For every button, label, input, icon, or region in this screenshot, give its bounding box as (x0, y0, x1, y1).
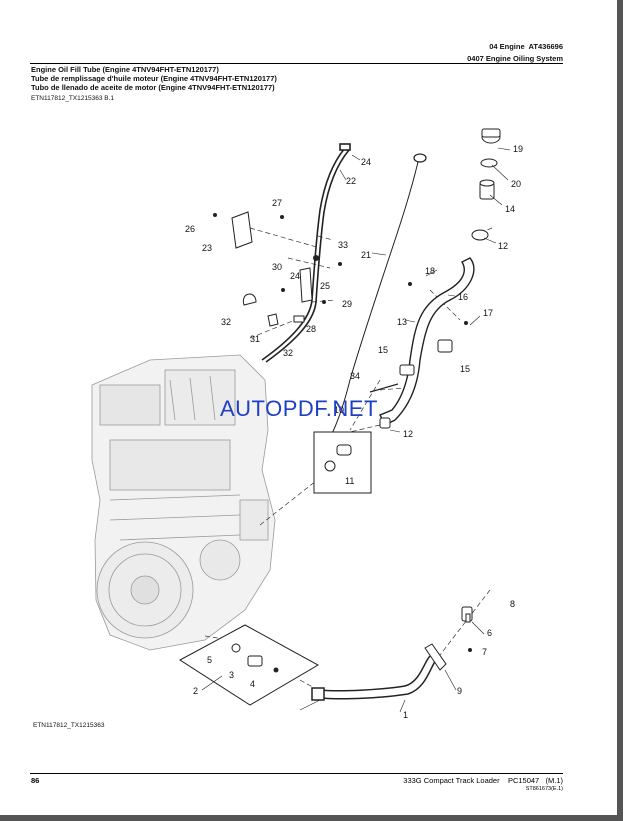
callout-7: 7 (482, 647, 487, 657)
callout-21: 21 (361, 250, 371, 260)
figure-reference-bottom: ETN117812_TX1215363 (33, 722, 105, 729)
drain-fittings (461, 606, 473, 623)
engine-block (91, 354, 276, 651)
callout-12a: 12 (498, 241, 508, 251)
callout-24b: 24 (290, 271, 300, 281)
inset-parts-box (179, 624, 320, 706)
footer-rule (30, 773, 563, 774)
callout-15a: 15 (378, 345, 388, 355)
callout-2: 2 (193, 686, 198, 696)
watermark-text: AUTOPDF.NET (220, 396, 378, 421)
callout-labels: 1 2 3 4 5 6 7 8 9 10 11 12 12 13 14 15 1… (185, 144, 523, 720)
page-number: 86 (31, 776, 40, 785)
callout-29: 29 (342, 299, 352, 309)
callout-4: 4 (250, 679, 255, 689)
callout-3: 3 (229, 670, 234, 680)
callout-22: 22 (346, 176, 356, 186)
callout-8: 8 (510, 599, 515, 609)
callout-5: 5 (207, 655, 212, 665)
callout-17: 17 (483, 308, 493, 318)
callout-34: 34 (350, 371, 360, 381)
drain-hose (311, 643, 447, 701)
callout-23: 23 (202, 243, 212, 253)
callout-32b: 32 (283, 348, 293, 358)
callout-11: 11 (345, 476, 354, 486)
callout-32a: 32 (221, 317, 231, 327)
callout-12b: 12 (403, 429, 413, 439)
callout-9: 9 (457, 686, 462, 696)
callout-18: 18 (425, 266, 435, 276)
callout-6: 6 (487, 628, 492, 638)
inset-detail-box (313, 431, 372, 494)
callout-30: 30 (272, 262, 282, 272)
callout-20: 20 (511, 179, 521, 189)
title-spanish: Tubo de llenado de aceite de motor (Engi… (31, 83, 275, 92)
footer-revision: (M.1) (545, 776, 564, 785)
callout-13: 13 (397, 317, 407, 327)
callout-25: 25 (320, 281, 330, 291)
fill-tube-right (379, 257, 475, 426)
callout-14: 14 (505, 204, 515, 214)
callout-27: 27 (272, 198, 282, 208)
dipstick (319, 153, 427, 456)
header-section-line: 04 Engine AT436696 (489, 42, 563, 51)
footer-machine: 333G Compact Track Loader (403, 776, 500, 785)
callout-16: 16 (458, 292, 468, 302)
footer-machine-line: 333G Compact Track Loader PC15047 (M.1) (403, 776, 563, 785)
header-subsection: 0407 Engine Oiling System (467, 54, 563, 63)
callout-leaders (201, 147, 511, 713)
callout-28: 28 (306, 324, 316, 334)
callout-31: 31 (250, 334, 260, 344)
footer-code: ST861673(E.1) (525, 786, 563, 792)
title-english: Engine Oil Fill Tube (Engine 4TNV94FHT-E… (31, 65, 219, 74)
cap-and-fittings (471, 128, 501, 241)
figure-reference-top: ETN117812_TX1215363 B.1 (31, 95, 114, 102)
callout-15b: 15 (460, 364, 470, 374)
callout-24a: 24 (361, 157, 371, 167)
callout-19: 19 (513, 144, 523, 154)
title-french: Tube de remplissage d'huile moteur (Engi… (31, 74, 277, 83)
header-part-number: AT436696 (528, 42, 563, 51)
callout-33: 33 (338, 240, 348, 250)
callout-1: 1 (403, 710, 408, 720)
header-section: 04 Engine (489, 42, 525, 51)
header-rule (30, 63, 563, 64)
callout-10: 10 (334, 405, 344, 415)
brackets (231, 211, 313, 327)
clamps-15 (379, 339, 453, 429)
callout-26: 26 (185, 224, 195, 234)
footer-catalog: PC15047 (507, 776, 540, 785)
parts-exploded-diagram: 1 2 3 4 5 6 7 8 9 10 11 12 12 13 14 15 1… (91, 128, 523, 720)
